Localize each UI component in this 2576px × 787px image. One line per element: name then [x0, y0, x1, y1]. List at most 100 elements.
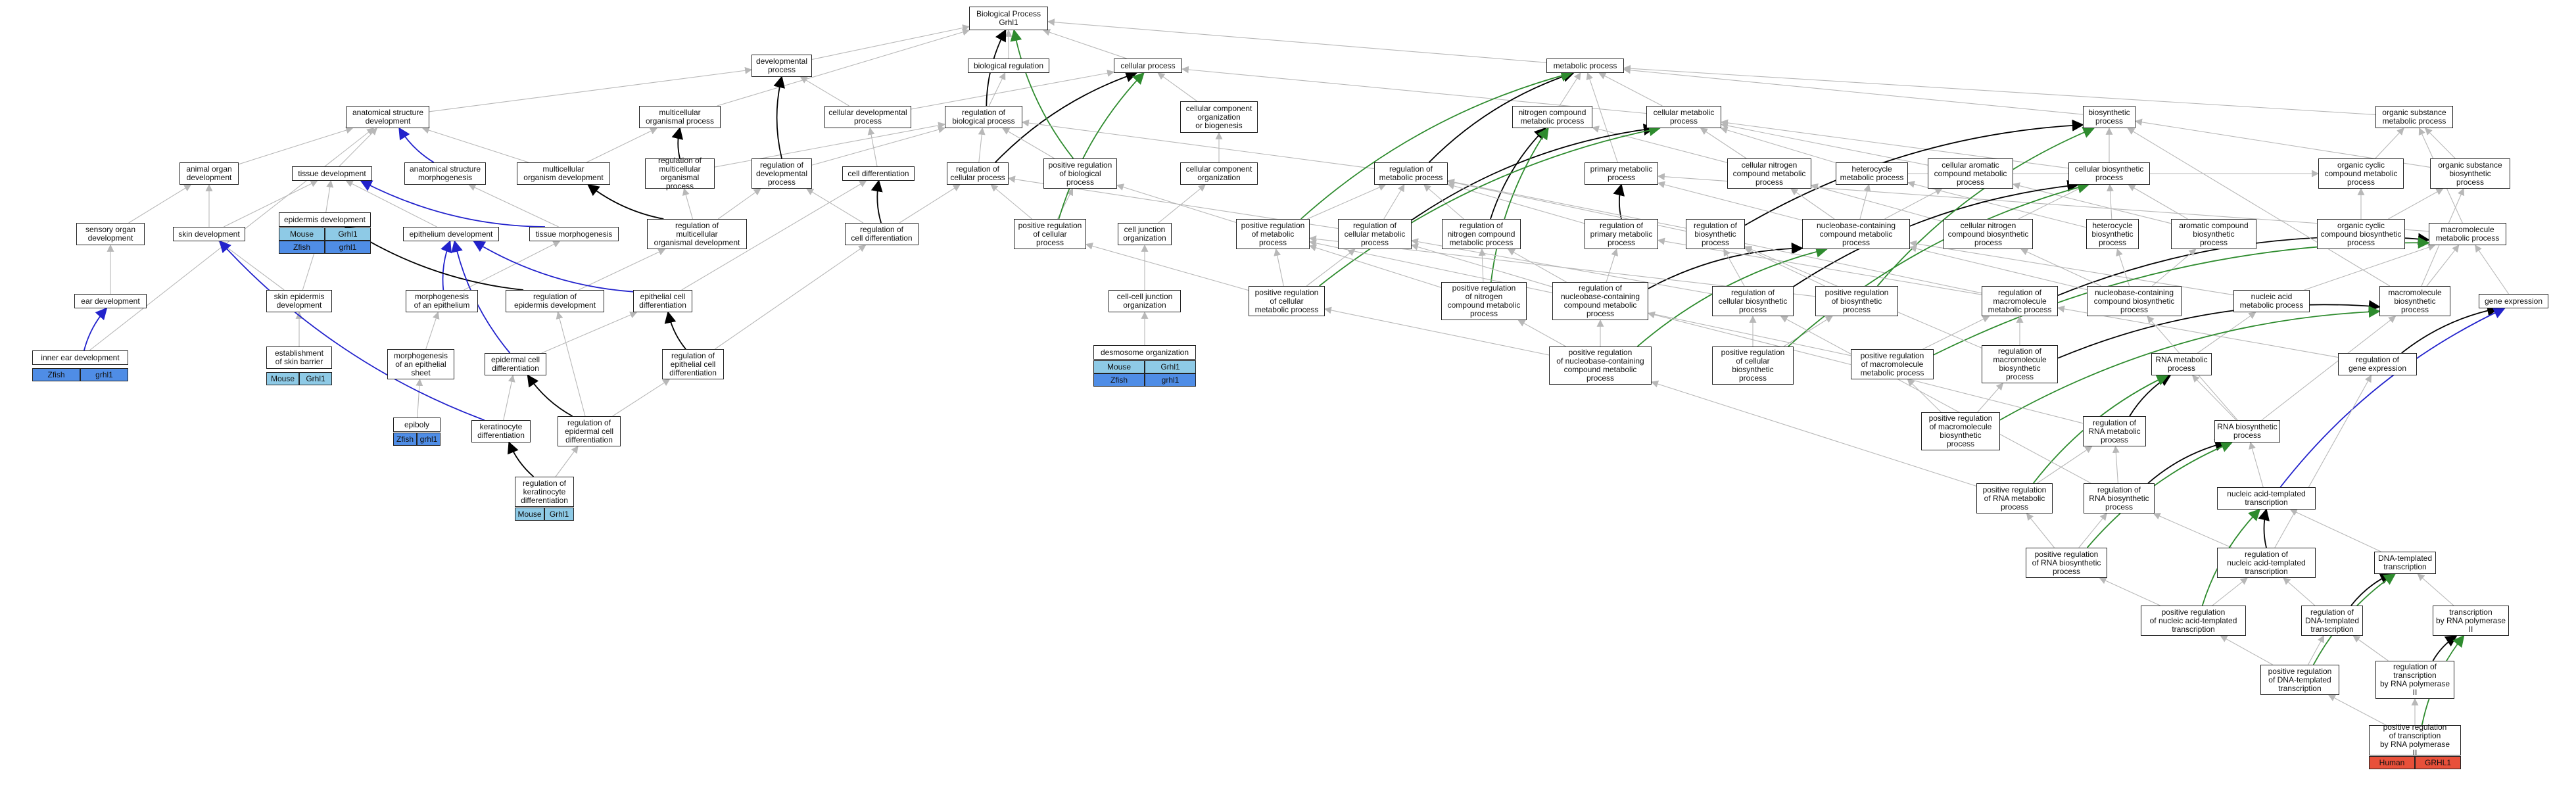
go-term-cell-nitro-met[interactable]: cellular nitrogen compound metabolic pro…	[1727, 158, 1811, 189]
go-term-reg-rna-met[interactable]: regulation of RNA metabolic process	[2083, 416, 2146, 446]
go-term-cell-proc[interactable]: cellular process	[1114, 59, 1182, 73]
go-term-pos-reg-bio[interactable]: positive regulation of biological proces…	[1043, 158, 1117, 189]
go-term-reg-cell-met[interactable]: regulation of cellular metabolic process	[1338, 219, 1412, 249]
go-term-pos-reg-rna-biosyn[interactable]: positive regulation of RNA biosynthetic …	[2026, 548, 2107, 578]
go-term-ear-dev[interactable]: ear development	[74, 294, 147, 308]
go-term-org-cyc-biosyn[interactable]: organic cyclic compound biosynthetic pro…	[2317, 219, 2405, 249]
go-term-nitro-met[interactable]: nitrogen compound metabolic process	[1512, 106, 1592, 128]
go-term-reg-dna-transcription[interactable]: regulation of DNA-templated transcriptio…	[2301, 606, 2363, 636]
go-term-cc-org[interactable]: cellular component organization or bioge…	[1180, 101, 1258, 133]
go-term-pos-reg-macro-met[interactable]: positive regulation of macromolecule met…	[1851, 349, 1934, 379]
go-term-pos-reg-nitro[interactable]: positive regulation of nitrogen compound…	[1441, 282, 1527, 320]
go-term-reg-multi-dev[interactable]: regulation of multicellular organismal d…	[647, 219, 747, 249]
go-term-keratinocyte-diff[interactable]: keratinocyte differentiation	[471, 420, 531, 442]
go-term-reg-met-proc[interactable]: regulation of metabolic process	[1374, 162, 1448, 185]
go-term-rna-biosyn[interactable]: RNA biosynthetic process	[2214, 420, 2280, 442]
go-term-pos-reg-rna-met[interactable]: positive regulation of RNA metabolic pro…	[1976, 483, 2053, 513]
go-term-anat-morph[interactable]: anatomical structure morphogenesis	[404, 162, 486, 185]
go-term-gene-expr[interactable]: gene expression	[2479, 294, 2548, 308]
go-term-pos-reg-cell-biosyn[interactable]: positive regulation of cellular biosynth…	[1712, 346, 1794, 385]
go-term-reg-epid-cell-diff[interactable]: regulation of epidermal cell differentia…	[558, 416, 621, 446]
go-term-cell-biosyn[interactable]: cellular biosynthetic process	[2068, 162, 2150, 185]
go-term-rna-met[interactable]: RNA metabolic process	[2151, 353, 2212, 375]
go-term-nuc-acid-met[interactable]: nucleic acid metabolic process	[2233, 290, 2310, 312]
go-term-cc-org2[interactable]: cellular component organization	[1180, 162, 1258, 185]
go-term-desmosome[interactable]: desmosome organization	[1093, 345, 1196, 360]
go-term-reg-macro-biosyn[interactable]: regulation of macromolecule biosynthetic…	[1982, 345, 2058, 383]
go-term-pos-reg-nucbase[interactable]: positive regulation of nucleobase-contai…	[1549, 346, 1652, 385]
go-term-skin-epid-dev[interactable]: skin epidermis development	[266, 290, 332, 312]
go-term-reg-cell-diff[interactable]: regulation of cell differentiation	[845, 223, 918, 245]
go-term-reg-epid-dev[interactable]: regulation of epidermis development	[506, 290, 604, 312]
go-term-macro-biosyn[interactable]: macromolecule biosynthetic process	[2379, 286, 2450, 316]
go-term-reg-epith-cell-diff[interactable]: regulation of epithelial cell differenti…	[662, 349, 724, 379]
go-term-met-proc[interactable]: metabolic process	[1546, 59, 1624, 73]
go-term-multi-org-dev[interactable]: multicellular organism development	[517, 162, 610, 185]
go-term-reg-nitro-met[interactable]: regulation of nitrogen compound metaboli…	[1442, 219, 1521, 249]
go-term-reg-nat-transcription[interactable]: regulation of nucleic acid-templated tra…	[2217, 548, 2316, 578]
species-label: Human	[2369, 756, 2415, 769]
go-term-epiboly[interactable]: epiboly	[393, 417, 441, 432]
go-term-biosyn[interactable]: biosynthetic process	[2083, 106, 2135, 128]
go-term-reg-kera-diff[interactable]: regulation of keratinocyte differentiati…	[515, 477, 574, 507]
go-term-reg-prim-met[interactable]: regulation of primary metabolic process	[1585, 219, 1658, 249]
go-term-cell-junc-org[interactable]: cell junction organization	[1118, 223, 1172, 245]
go-term-reg-nucbase[interactable]: regulation of nucleobase-containing comp…	[1552, 282, 1648, 320]
go-term-pos-reg-transcription-pol2[interactable]: positive regulation of transcription by …	[2369, 723, 2461, 757]
go-term-tissue-dev[interactable]: tissue development	[292, 166, 372, 181]
go-term-dev-proc[interactable]: developmental process	[751, 55, 812, 77]
go-term-reg-biosyn[interactable]: regulation of biosynthetic process	[1686, 219, 1745, 249]
go-term-org-sub-biosyn[interactable]: organic substance biosynthetic process	[2430, 158, 2510, 189]
go-term-pos-reg-met[interactable]: positive regulation of metabolic process	[1236, 219, 1310, 249]
go-term-tissue-morph[interactable]: tissue morphogenesis	[529, 227, 619, 241]
go-term-epid-cell-diff[interactable]: epidermal cell differentiation	[485, 353, 546, 375]
go-term-nucbase-biosyn[interactable]: nucleobase-containing compound biosynthe…	[2087, 286, 2182, 316]
go-term-epith-cell-diff[interactable]: epithelial cell differentiation	[633, 290, 692, 312]
go-term-reg-multi-proc[interactable]: regulation of multicellular organismal p…	[645, 156, 715, 191]
go-term-cell-cell-junc[interactable]: cell-cell junction organization	[1109, 290, 1181, 312]
go-term-cell-dev-proc[interactable]: cellular developmental process	[824, 106, 911, 128]
go-term-reg-macro-met[interactable]: regulation of macromolecule metabolic pr…	[1982, 286, 2058, 316]
go-term-reg-cell-biosyn[interactable]: regulation of cellular biosynthetic proc…	[1712, 286, 1794, 316]
go-term-animal-organ[interactable]: animal organ development	[179, 162, 239, 185]
go-term-pos-reg-biosyn[interactable]: positive regulation of biosynthetic proc…	[1815, 286, 1898, 316]
go-term-reg-bio[interactable]: regulation of biological process	[945, 106, 1022, 128]
go-term-nucbase-met[interactable]: nucleobase-containing compound metabolic…	[1802, 219, 1910, 249]
go-term-macro-met[interactable]: macromolecule metabolic process	[2429, 223, 2506, 245]
go-term-reg-transcription-pol2[interactable]: regulation of transcription by RNA polym…	[2375, 661, 2454, 699]
go-term-morph-epith-sheet[interactable]: morphogenesis of an epithelial sheet	[387, 349, 454, 379]
go-term-org-cyc-met[interactable]: organic cyclic compound metabolic proces…	[2318, 158, 2404, 189]
go-term-reg-gene-expr[interactable]: regulation of gene expression	[2338, 353, 2417, 375]
go-term-pos-reg-cell-met[interactable]: positive regulation of cellular metaboli…	[1249, 286, 1325, 316]
go-term-morph-epith[interactable]: morphogenesis of an epithelium	[406, 290, 478, 312]
go-term-arom-biosyn[interactable]: aromatic compound biosynthetic process	[2171, 219, 2256, 249]
go-term-pos-reg-dna-transcription[interactable]: positive regulation of DNA-templated tra…	[2260, 665, 2339, 695]
go-term-reg-dev-proc[interactable]: regulation of developmental process	[751, 158, 812, 189]
go-term-dna-transcription[interactable]: DNA-templated transcription	[2374, 552, 2436, 574]
go-term-anat-dev[interactable]: anatomical structure development	[346, 106, 429, 128]
go-term-reg-cell-proc[interactable]: regulation of cellular process	[947, 162, 1009, 185]
go-term-est-skin-barrier[interactable]: establishment of skin barrier	[266, 346, 332, 369]
go-term-reg-rna-biosyn[interactable]: regulation of RNA biosynthetic process	[2084, 483, 2155, 513]
go-term-pos-reg-nat[interactable]: positive regulation of nucleic acid-temp…	[2141, 606, 2246, 636]
go-term-org-sub-met[interactable]: organic substance metabolic process	[2375, 106, 2453, 128]
go-term-hetero-biosyn[interactable]: heterocycle biosynthetic process	[2086, 219, 2139, 249]
go-term-epid-dev[interactable]: epidermis development	[279, 212, 371, 227]
go-term-pos-reg-macro-biosyn[interactable]: positive regulation of macromolecule bio…	[1921, 412, 2000, 450]
go-term-skin-dev[interactable]: skin development	[173, 227, 245, 241]
go-term-root[interactable]: Biological Process Grhl1	[969, 7, 1048, 30]
go-term-cell-nitro-biosyn[interactable]: cellular nitrogen compound biosynthetic …	[1944, 219, 2033, 249]
go-term-transcription-pol2[interactable]: transcription by RNA polymerase II	[2433, 606, 2509, 636]
go-term-bio-reg[interactable]: biological regulation	[968, 59, 1049, 73]
go-term-cell-met[interactable]: cellular metabolic process	[1646, 106, 1721, 128]
go-term-cell-diff[interactable]: cell differentiation	[842, 166, 915, 181]
go-term-sensory-organ[interactable]: sensory organ development	[76, 223, 145, 245]
go-term-inner-ear[interactable]: inner ear development	[32, 350, 128, 365]
go-term-nat-transcription[interactable]: nucleic acid-templated transcription	[2217, 487, 2316, 510]
go-term-primary-met[interactable]: primary metabolic process	[1585, 162, 1658, 185]
go-term-epith-dev[interactable]: epithelium development	[403, 227, 499, 241]
go-term-hetero-met[interactable]: heterocycle metabolic process	[1836, 162, 1908, 185]
go-term-pos-reg-cell-proc[interactable]: positive regulation of cellular process	[1014, 219, 1086, 249]
go-term-multi-proc[interactable]: multicellular organismal process	[639, 106, 721, 128]
go-term-cell-arom-met[interactable]: cellular aromatic compound metabolic pro…	[1928, 158, 2013, 189]
